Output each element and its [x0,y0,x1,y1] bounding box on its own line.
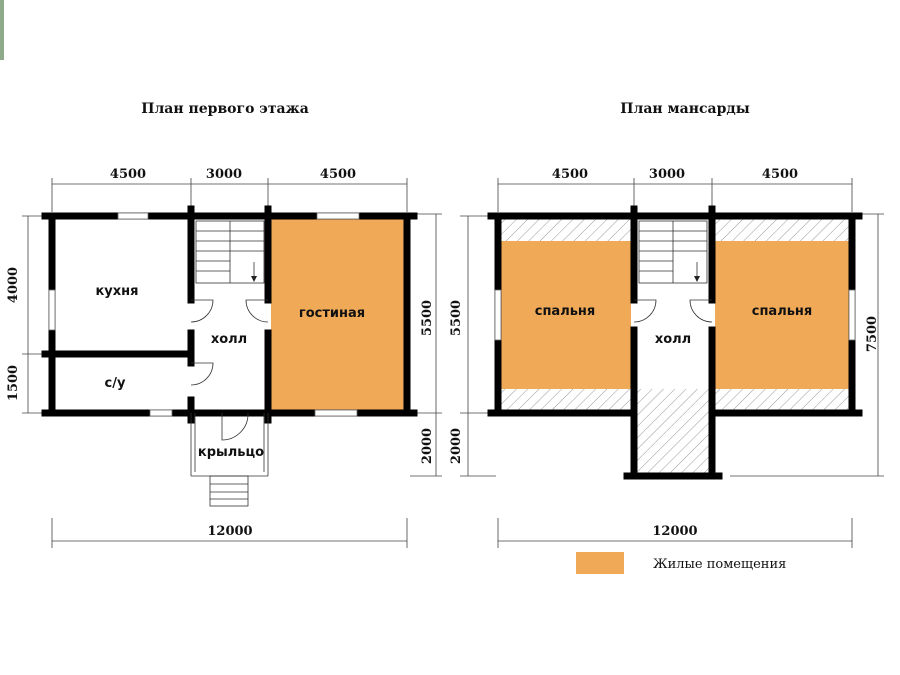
room-label-living: гостиная [299,306,365,321]
room-label-bedroom-right: спальня [752,304,813,319]
edge-artifact [0,0,4,60]
attic-dim-bottom: 12000 [652,524,697,539]
attic-dim-right: 7500 [865,316,880,352]
door-swing [190,299,214,323]
dim-bottom: 12000 [207,524,252,539]
attic-stairs [638,220,708,284]
hatched-area [501,389,631,411]
legend: Жилые помещения [576,552,786,574]
hatched-area [501,219,631,241]
porch [190,413,269,507]
dim-left-1: 4000 [6,267,21,303]
window [316,212,360,220]
room-label-bedroom-left: спальня [535,304,596,319]
stairs [195,220,265,284]
window [48,289,56,331]
room-label-hall: холл [211,332,247,347]
door-swing [689,299,713,323]
attic-plan: План мансарды 4500 3000 4500 5500 2000 7… [449,101,884,548]
room-label-wc: с/у [105,376,126,391]
hatched-area [715,389,849,411]
attic-title: План мансарды [620,101,750,117]
room-label-kitchen: кухня [95,284,138,299]
dim-top-2: 3000 [206,167,242,182]
living-room-fill [271,218,404,411]
first-floor-title: План первого этажа [141,101,309,117]
dim-right-main: 5500 [420,300,435,336]
door-swing [190,362,214,386]
dim-right-porch: 2000 [420,428,435,464]
attic-dim-top-1: 4500 [552,167,588,182]
door-swing [221,412,249,441]
window [494,289,502,341]
attic-dim-left-main: 5500 [449,300,464,336]
legend-label: Жилые помещения [653,557,786,572]
window [848,289,856,341]
dim-top-1: 4500 [110,167,146,182]
door-swing [633,299,657,323]
attic-dim-left-lower: 2000 [449,428,464,464]
hatched-area [715,219,849,241]
door-swing [245,299,269,323]
window [117,212,149,220]
hatched-area [637,389,709,473]
dim-left-2: 1500 [6,365,21,401]
room-label-porch: крыльцо [198,445,264,460]
bedroom-right-fill [715,241,849,389]
attic-dim-top-2: 3000 [649,167,685,182]
room-label-attic-hall: холл [655,332,691,347]
dim-top-3: 4500 [320,167,356,182]
first-floor-plan: План первого этажа 4500 3000 4500 4000 1… [6,101,442,548]
bedroom-left-fill [501,241,631,389]
window [149,409,173,417]
legend-swatch [576,552,624,574]
window [314,409,358,417]
attic-dim-top-3: 4500 [762,167,798,182]
